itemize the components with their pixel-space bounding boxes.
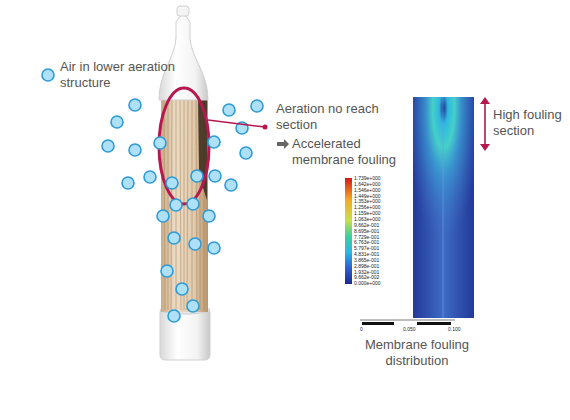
colorbar-value: 4.831e-001	[354, 252, 379, 257]
colorbar-value: 1.256e+000	[354, 205, 381, 210]
scale-value: 0	[360, 327, 363, 332]
scale-value: 0.100	[448, 327, 461, 332]
figure-caption: Membrane fouling distribution	[352, 337, 482, 369]
callout-label: Aeration no reach section	[276, 101, 394, 133]
colorbar-value: 9.662e-002	[354, 275, 379, 280]
colorbar-value: 9.662e-001	[354, 223, 379, 228]
colorbar-value: 8.695e-001	[354, 229, 379, 234]
colorbar-value: 7.729e-001	[354, 235, 379, 240]
legend-label: Air in lower aeration structure	[60, 59, 182, 91]
section-label: High fouling section	[493, 107, 567, 139]
colorbar-value: 1.642e+000	[354, 182, 381, 187]
colorbar-value: 1.449e+000	[354, 194, 381, 199]
colorbar-value: 1.353e+000	[354, 199, 381, 204]
colorbar-value: 6.763e-001	[354, 240, 379, 245]
colorbar-value: 5.797e-001	[354, 246, 379, 251]
colorbar-value: 3.865e-001	[354, 258, 379, 263]
colorbar-value: 1.546e+000	[354, 188, 381, 193]
colorbar-value: 0.000e+000	[354, 281, 381, 286]
colorbar-value: 2.898e-001	[354, 264, 379, 269]
colorbar-value: 1.932e-001	[354, 270, 379, 275]
colorbar-value: 1.739e+000	[354, 176, 381, 181]
scale-value: 0.050	[403, 327, 416, 332]
colorbar-value: 1.159e+000	[354, 211, 381, 216]
callout-label: Accelerated membrane fouling	[292, 136, 410, 168]
colorbar-value: 1.063e+000	[354, 217, 381, 222]
